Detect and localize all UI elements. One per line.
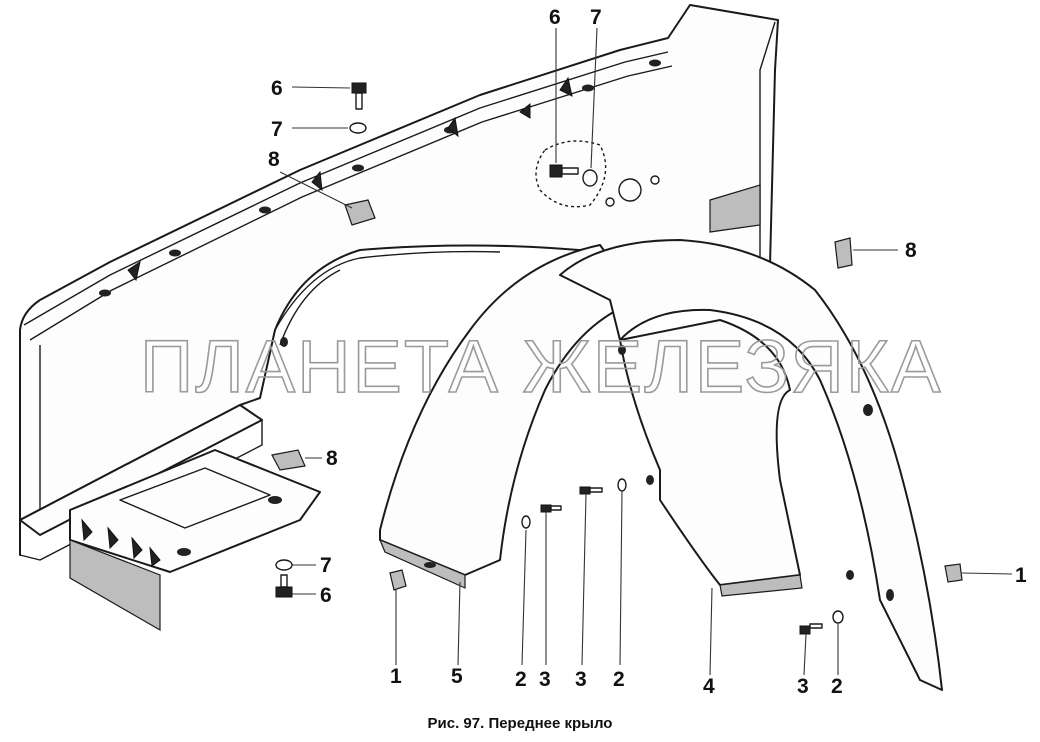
callout-4: 4 [703,675,715,698]
callout-3-a: 3 [539,668,551,691]
figure-caption: Рис. 97. Переднее крыло [428,715,613,732]
screw-3-b [579,486,603,495]
callout-6-top: 6 [271,77,283,100]
fasteners [271,82,963,635]
callout-3-b: 3 [575,668,587,691]
callout-7-mid: 7 [590,6,602,29]
callout-labels: 6 7 8 6 7 8 8 7 6 1 1 5 2 3 3 2 4 3 2 [268,6,1027,698]
fender-panel [19,4,779,632]
callout-2-b: 2 [613,668,625,691]
washer-2-b [617,478,627,492]
washer-7-top [349,122,367,134]
clip-1-left [389,569,407,591]
watermark: ПЛАНЕТА ЖЕЛЕЗЯКА [140,325,942,408]
bolt-6-mid [549,164,579,178]
clip-8-right [834,237,853,269]
washer-7-mid [582,169,598,187]
callout-6-mid: 6 [549,6,561,29]
bolt-6-lower [275,574,293,598]
callout-8-right: 8 [905,239,917,262]
callout-7-lower: 7 [320,554,332,577]
clip-1-right [944,563,963,583]
clip-8-lower [271,449,306,471]
washer-2-a [521,515,531,529]
callout-8-top: 8 [268,148,280,171]
wheel-arch-liner-rear [559,239,943,691]
washer-7-lower [275,559,293,571]
callout-1-left: 1 [390,665,402,688]
callout-7-top: 7 [271,118,283,141]
callout-5: 5 [451,665,463,688]
callout-3-c: 3 [797,675,809,698]
callout-2-a: 2 [515,668,527,691]
screw-3-a [540,504,562,513]
washer-2-c [832,610,844,624]
screw-3-c [799,623,823,635]
callout-2-c: 2 [831,675,843,698]
bolt-6-top [351,82,367,110]
leader-lines [279,27,1013,676]
callout-1-right: 1 [1015,564,1027,587]
callout-8-lower: 8 [326,447,338,470]
callout-6-lower: 6 [320,584,332,607]
clip-8-top [344,199,376,226]
